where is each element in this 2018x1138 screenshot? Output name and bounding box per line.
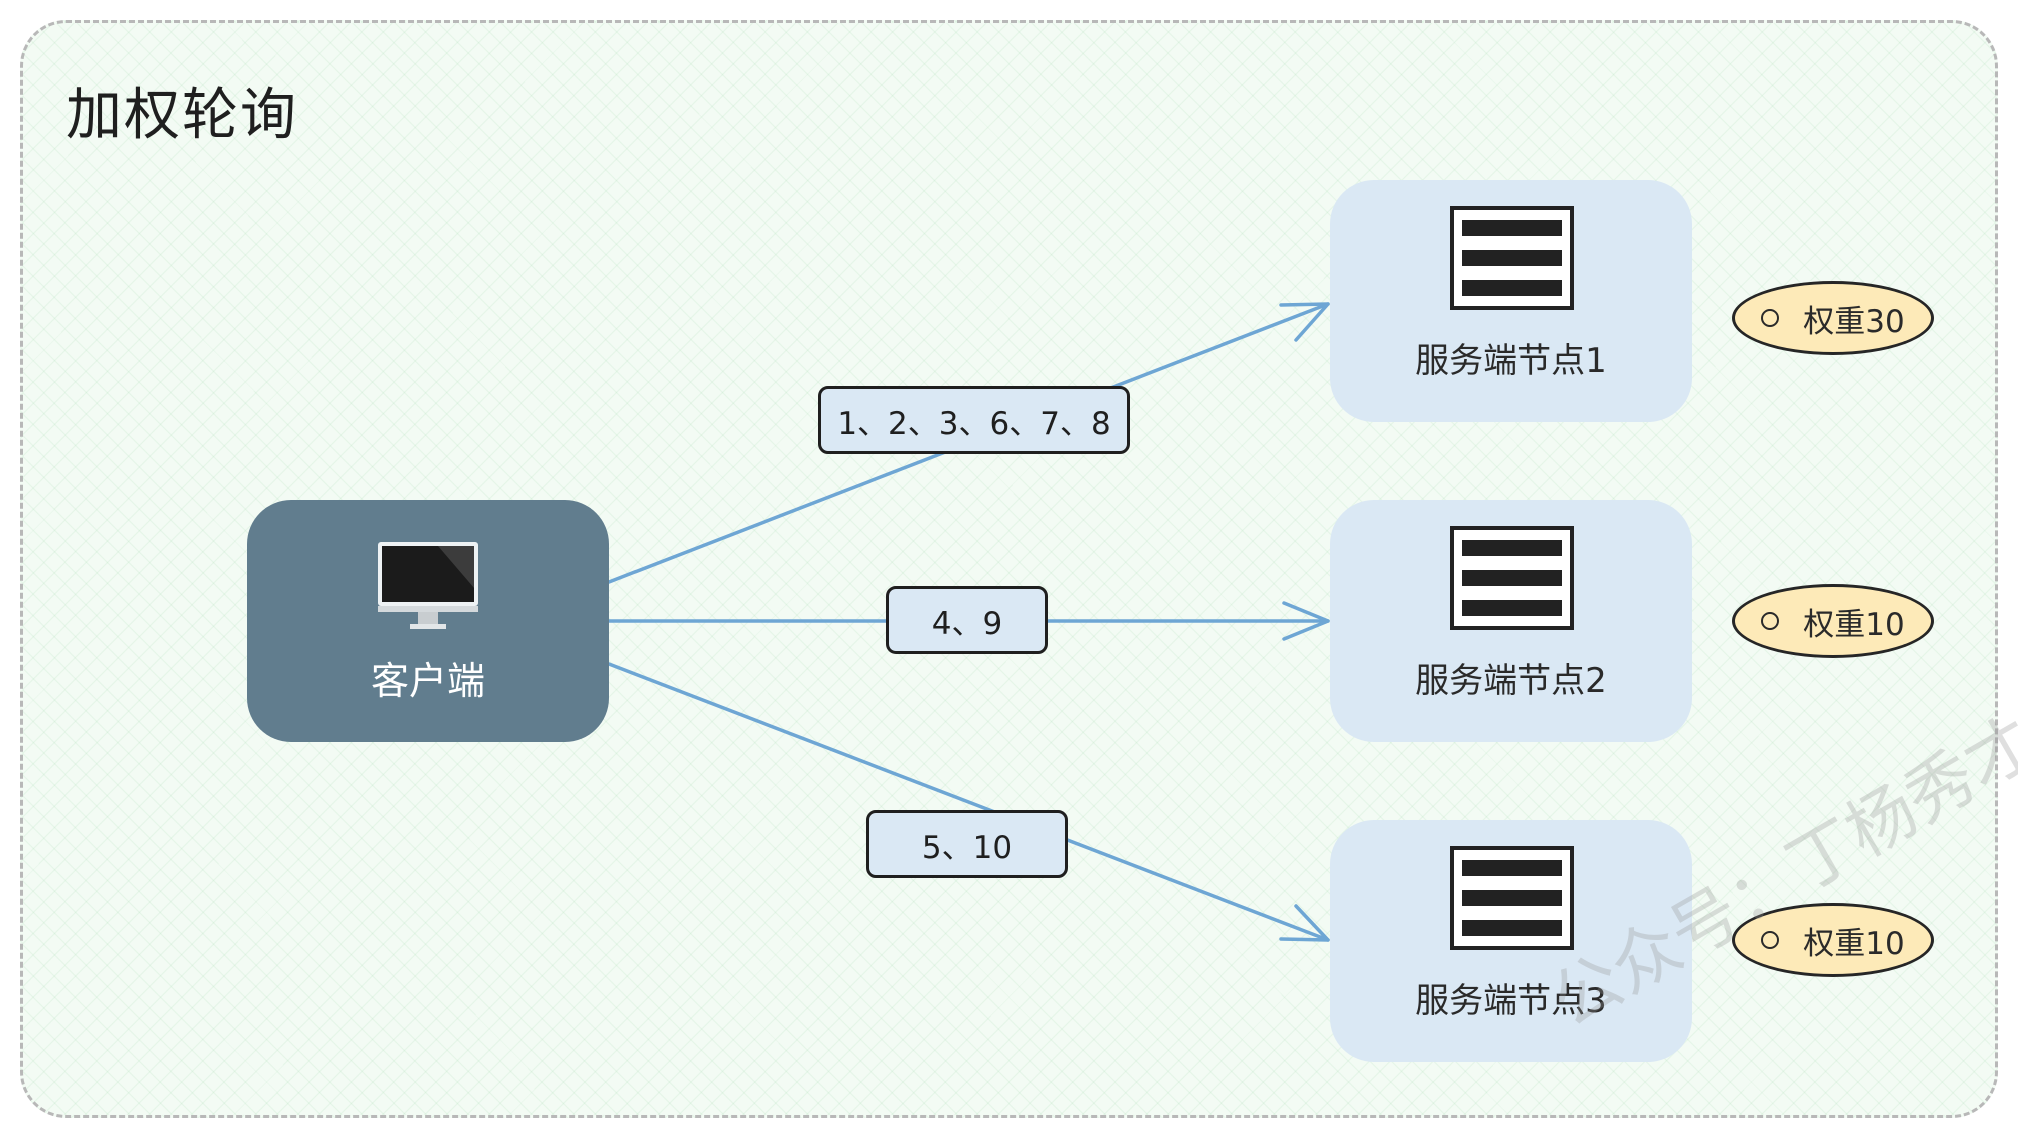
diagram-title: 加权轮询 — [66, 83, 298, 148]
weight-label: 权重10 — [1803, 606, 1905, 643]
circle-icon — [1761, 931, 1780, 949]
client-label: 客户端 — [370, 659, 485, 703]
weight-label: 权重10 — [1803, 925, 1905, 962]
weight-badge-2: 权重10 — [1732, 584, 1934, 658]
server-node-1[interactable]: 服务端节点1 — [1330, 180, 1692, 422]
server-label: 服务端节点1 — [1415, 341, 1607, 381]
weight-badge-1: 权重30 — [1732, 281, 1934, 355]
edge-label-2: 4、9 — [886, 586, 1048, 654]
circle-icon — [1761, 612, 1780, 630]
server-label: 服务端节点3 — [1415, 981, 1607, 1021]
arrowhead-3 — [1279, 904, 1330, 942]
edge-label-3: 5、10 — [866, 810, 1068, 878]
weight-badge-3: 权重10 — [1732, 903, 1934, 977]
arrowhead-2 — [1282, 601, 1330, 641]
client-node[interactable]: 客户端 — [247, 500, 609, 742]
monitor-icon — [378, 542, 478, 629]
arrowhead-1 — [1279, 302, 1330, 342]
circle-icon — [1761, 309, 1780, 327]
server-rack-icon — [1450, 206, 1574, 310]
edge-label-1: 1、2、3、6、7、8 — [818, 386, 1130, 454]
edge-line-3 — [607, 662, 1330, 942]
server-node-3[interactable]: 服务端节点3 — [1330, 820, 1692, 1062]
server-node-2[interactable]: 服务端节点2 — [1330, 500, 1692, 742]
server-label: 服务端节点2 — [1415, 661, 1607, 701]
server-rack-icon — [1450, 846, 1574, 950]
server-rack-icon — [1450, 526, 1574, 630]
weight-label: 权重30 — [1803, 303, 1905, 340]
